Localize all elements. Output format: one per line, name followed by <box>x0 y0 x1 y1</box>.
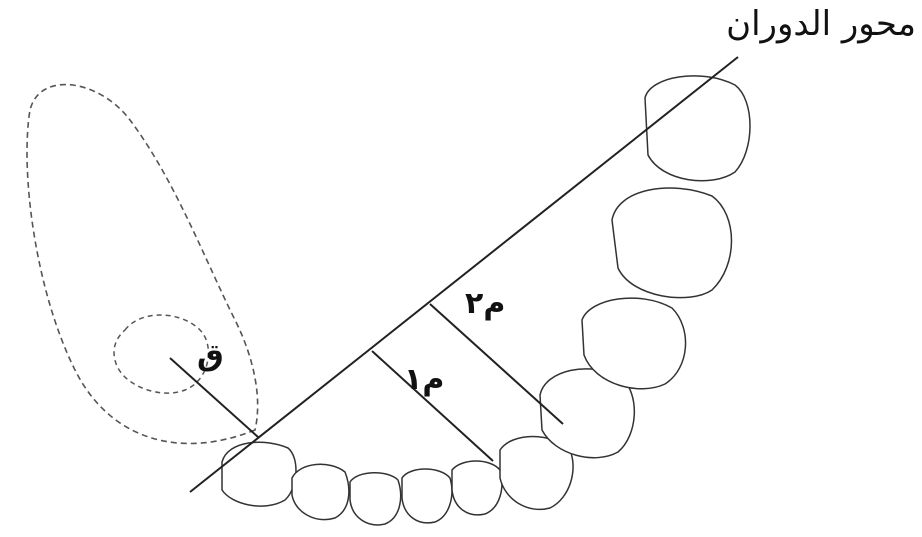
tooth <box>539 368 635 459</box>
force-label: ق <box>197 338 224 373</box>
moment-arm-1-label: م١ <box>404 362 445 397</box>
force-line <box>169 357 259 438</box>
clasp-outline <box>113 314 210 394</box>
moment-arm-2-line <box>429 303 564 425</box>
moment-arm-1-line <box>371 350 494 462</box>
tooth <box>349 472 402 526</box>
moment-arm-2-label: م٢ <box>465 286 506 321</box>
tooth <box>401 468 453 524</box>
side-teeth <box>539 75 751 459</box>
tooth <box>499 435 574 511</box>
tooth <box>581 297 687 390</box>
rotation-axis-label: محور الدوران <box>726 4 916 44</box>
tooth <box>451 460 503 516</box>
tooth <box>611 187 733 299</box>
tooth <box>291 463 350 521</box>
rotation-axis-line <box>189 56 739 493</box>
appliance-outline <box>26 83 259 445</box>
tooth <box>644 75 751 182</box>
front-teeth <box>221 435 574 526</box>
tooth <box>221 441 297 507</box>
